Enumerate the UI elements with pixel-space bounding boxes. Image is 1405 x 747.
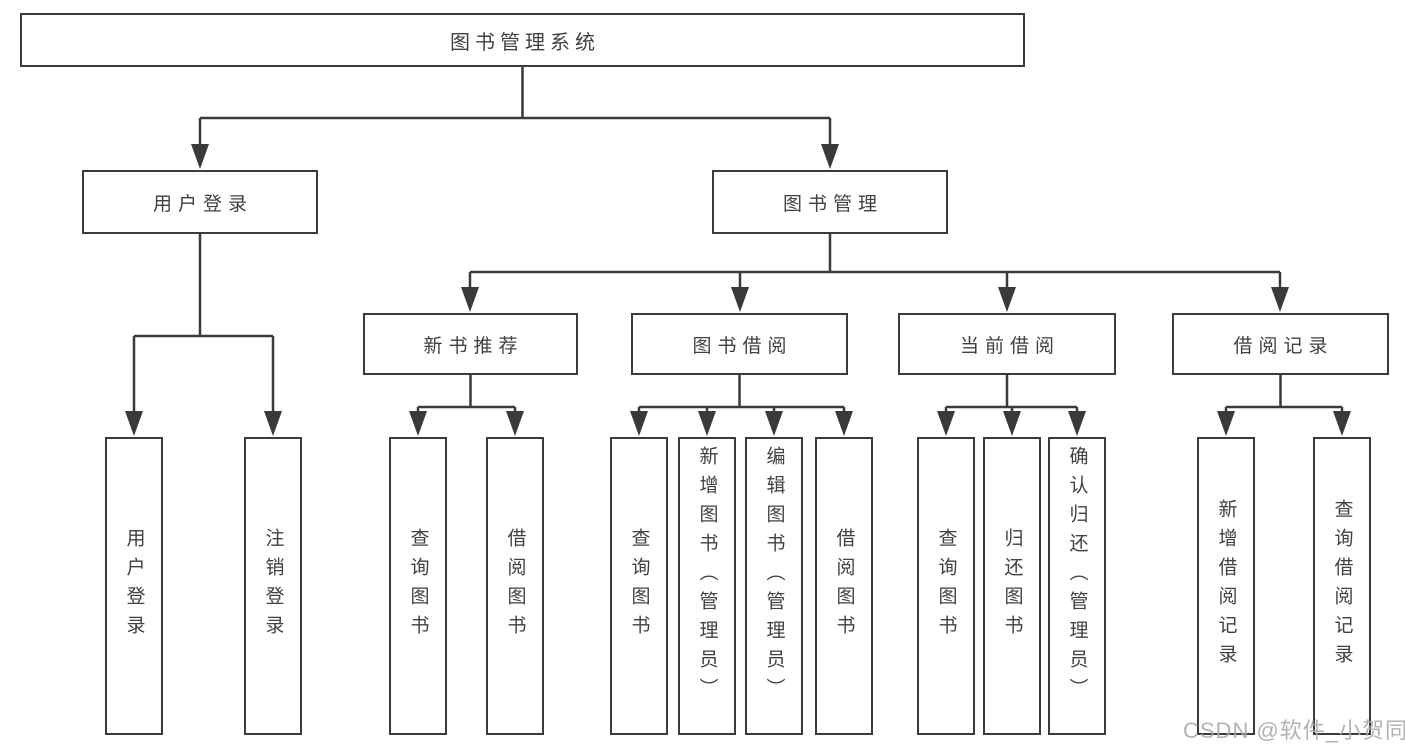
leaf-add-borrow-record: 新增借阅记录 bbox=[1197, 437, 1255, 735]
leaf-query-borrow-record-label: 查询借阅记录 bbox=[1331, 499, 1353, 673]
leaf-confirm-return-admin: 确认归还（管理员） bbox=[1048, 437, 1106, 735]
leaf-query-books-current-label: 查询图书 bbox=[935, 528, 957, 644]
node-user-login-label: 用户登录 bbox=[152, 193, 253, 215]
node-new-book-recommendation: 新书推荐 bbox=[363, 313, 578, 375]
node-book-management: 图书管理 bbox=[712, 170, 948, 234]
leaf-add-book-admin: 新增图书（管理员） bbox=[678, 437, 736, 735]
node-root-label: 图书管理系统 bbox=[450, 31, 600, 54]
leaf-edit-book-admin: 编辑图书（管理员） bbox=[745, 437, 803, 735]
leaf-query-books-recommend-label: 查询图书 bbox=[407, 528, 429, 644]
node-root: 图书管理系统 bbox=[20, 13, 1025, 67]
leaf-add-borrow-record-label: 新增借阅记录 bbox=[1215, 499, 1237, 673]
node-new-book-recommendation-label: 新书推荐 bbox=[423, 335, 524, 357]
leaf-query-books-current: 查询图书 bbox=[917, 437, 975, 735]
node-current-borrowing-label: 当前借阅 bbox=[959, 335, 1060, 357]
leaf-user-login-label: 用户登录 bbox=[123, 528, 145, 644]
leaf-add-book-admin-label: 新增图书（管理员） bbox=[696, 446, 718, 707]
leaf-borrow-books-label: 借阅图书 bbox=[833, 528, 855, 644]
leaf-return-books: 归还图书 bbox=[983, 437, 1041, 735]
connector-stems bbox=[132, 67, 1344, 414]
leaf-borrow-books-recommend: 借阅图书 bbox=[486, 437, 544, 735]
leaf-query-books-borrow: 查询图书 bbox=[610, 437, 668, 735]
node-book-management-label: 图书管理 bbox=[782, 193, 883, 215]
leaf-query-books-borrow-label: 查询图书 bbox=[628, 528, 650, 644]
leaf-confirm-return-admin-label: 确认归还（管理员） bbox=[1066, 446, 1088, 707]
leaf-user-login: 用户登录 bbox=[105, 437, 163, 735]
node-borrowing-records-label: 借阅记录 bbox=[1233, 335, 1334, 357]
leaf-logout: 注销登录 bbox=[244, 437, 302, 735]
arrowheads bbox=[125, 144, 1351, 436]
leaf-query-books-recommend: 查询图书 bbox=[389, 437, 447, 735]
leaf-logout-label: 注销登录 bbox=[262, 528, 284, 644]
leaf-return-books-label: 归还图书 bbox=[1001, 528, 1023, 644]
leaf-borrow-books-recommend-label: 借阅图书 bbox=[504, 528, 526, 644]
node-current-borrowing: 当前借阅 bbox=[898, 313, 1116, 375]
node-user-login: 用户登录 bbox=[82, 170, 318, 234]
leaf-query-borrow-record: 查询借阅记录 bbox=[1313, 437, 1371, 735]
node-borrowing-records: 借阅记录 bbox=[1172, 313, 1389, 375]
csdn-watermark: CSDN @软件_小贺同学 bbox=[1183, 718, 1405, 743]
node-book-borrowing: 图书借阅 bbox=[631, 313, 848, 375]
node-book-borrowing-label: 图书借阅 bbox=[692, 335, 793, 357]
leaf-borrow-books: 借阅图书 bbox=[815, 437, 873, 735]
leaf-edit-book-admin-label: 编辑图书（管理员） bbox=[763, 446, 785, 707]
